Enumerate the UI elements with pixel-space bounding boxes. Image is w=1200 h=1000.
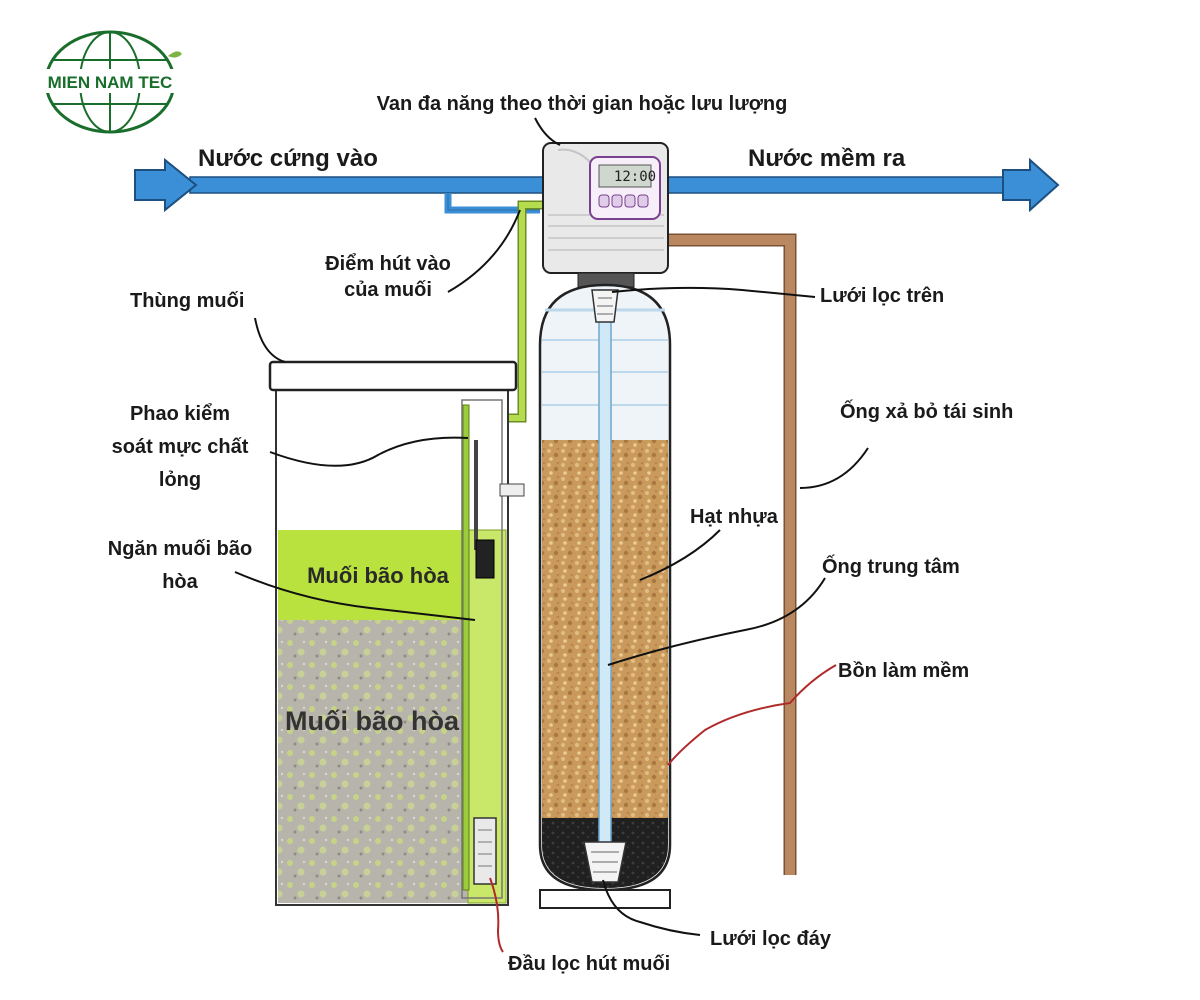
salt-layer — [278, 620, 468, 903]
label-valve: Van đa năng theo thời gian hoặc lưu lượn… — [377, 93, 788, 115]
label-brine-chamber-line2: hòa — [162, 571, 198, 593]
brine-well — [461, 399, 503, 899]
label-suction-point-line2: của muối — [344, 279, 432, 301]
label-bottom-strainer: Lưới lọc đáy — [710, 928, 832, 950]
label-drain-pipe: Ống xả bỏ tái sinh — [840, 399, 1013, 423]
label-salt-tank: Thùng muối — [130, 290, 244, 312]
outlet-arrow-icon — [1002, 157, 1060, 213]
salt-tank — [268, 360, 525, 906]
valve-button-1[interactable] — [598, 194, 610, 208]
valve-button-3[interactable] — [624, 194, 636, 208]
label-salt-layer: Muối bão hòa — [285, 706, 460, 736]
label-suction-point-line1: Điểm hút vào — [325, 253, 451, 275]
control-valve: 12:00 — [542, 142, 669, 288]
callout-lines — [234, 117, 869, 953]
label-float-line1: Phao kiểm — [130, 403, 230, 425]
label-brine-filter: Đầu lọc hút muối — [508, 953, 670, 975]
salt-tank-lid — [268, 360, 518, 392]
drain-pipe — [668, 233, 797, 875]
label-float-line2: soát mực chất — [112, 436, 249, 458]
label-hard-water-in: Nước cứng vào — [198, 145, 378, 172]
softener-tank — [538, 283, 672, 909]
tank-base — [539, 889, 671, 909]
logo-text: MIEN NAM TEC — [48, 73, 173, 92]
valve-lcd-screen — [598, 164, 652, 188]
logo-leaf-icon — [168, 51, 182, 58]
label-center-pipe: Ống trung tâm — [822, 554, 960, 578]
label-float-line3: lỏng — [159, 469, 201, 491]
label-brine-chamber-line1: Ngăn muối bão — [108, 538, 252, 560]
soft-water-outlet-pipe — [667, 157, 1060, 213]
label-resin: Hạt nhựa — [690, 506, 779, 528]
company-logo: MIEN NAM TEC — [40, 30, 182, 134]
label-softener-tank: Bồn làm mềm — [838, 660, 969, 682]
center-pipe — [598, 289, 612, 851]
brine-suction-filter — [473, 817, 497, 885]
label-upper-strainer: Lưới lọc trên — [820, 285, 944, 307]
label-soft-water-out: Nước mềm ra — [748, 145, 906, 172]
brine-solution-layer — [278, 530, 468, 620]
inlet-arrow-icon — [134, 157, 198, 213]
label-brine-solution: Muối bão hòa — [307, 563, 450, 588]
valve-button-4[interactable] — [637, 194, 649, 208]
float-assembly — [475, 539, 495, 579]
valve-lcd-time: 12:00 — [614, 169, 656, 185]
valve-button-2[interactable] — [611, 194, 623, 208]
